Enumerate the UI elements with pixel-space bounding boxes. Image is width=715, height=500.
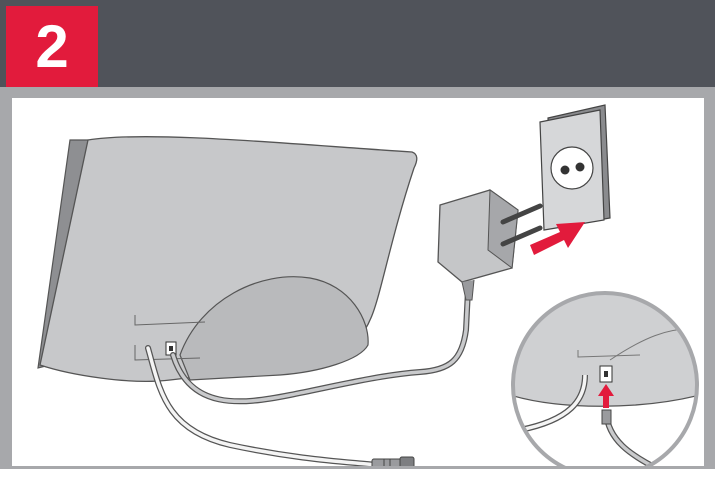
panel-bottom-margin — [0, 466, 715, 500]
antenna-panel-icon — [38, 137, 417, 382]
wall-socket-icon — [540, 105, 610, 230]
panel-bottom-border — [0, 466, 715, 469]
power-adapter-icon — [438, 190, 540, 300]
